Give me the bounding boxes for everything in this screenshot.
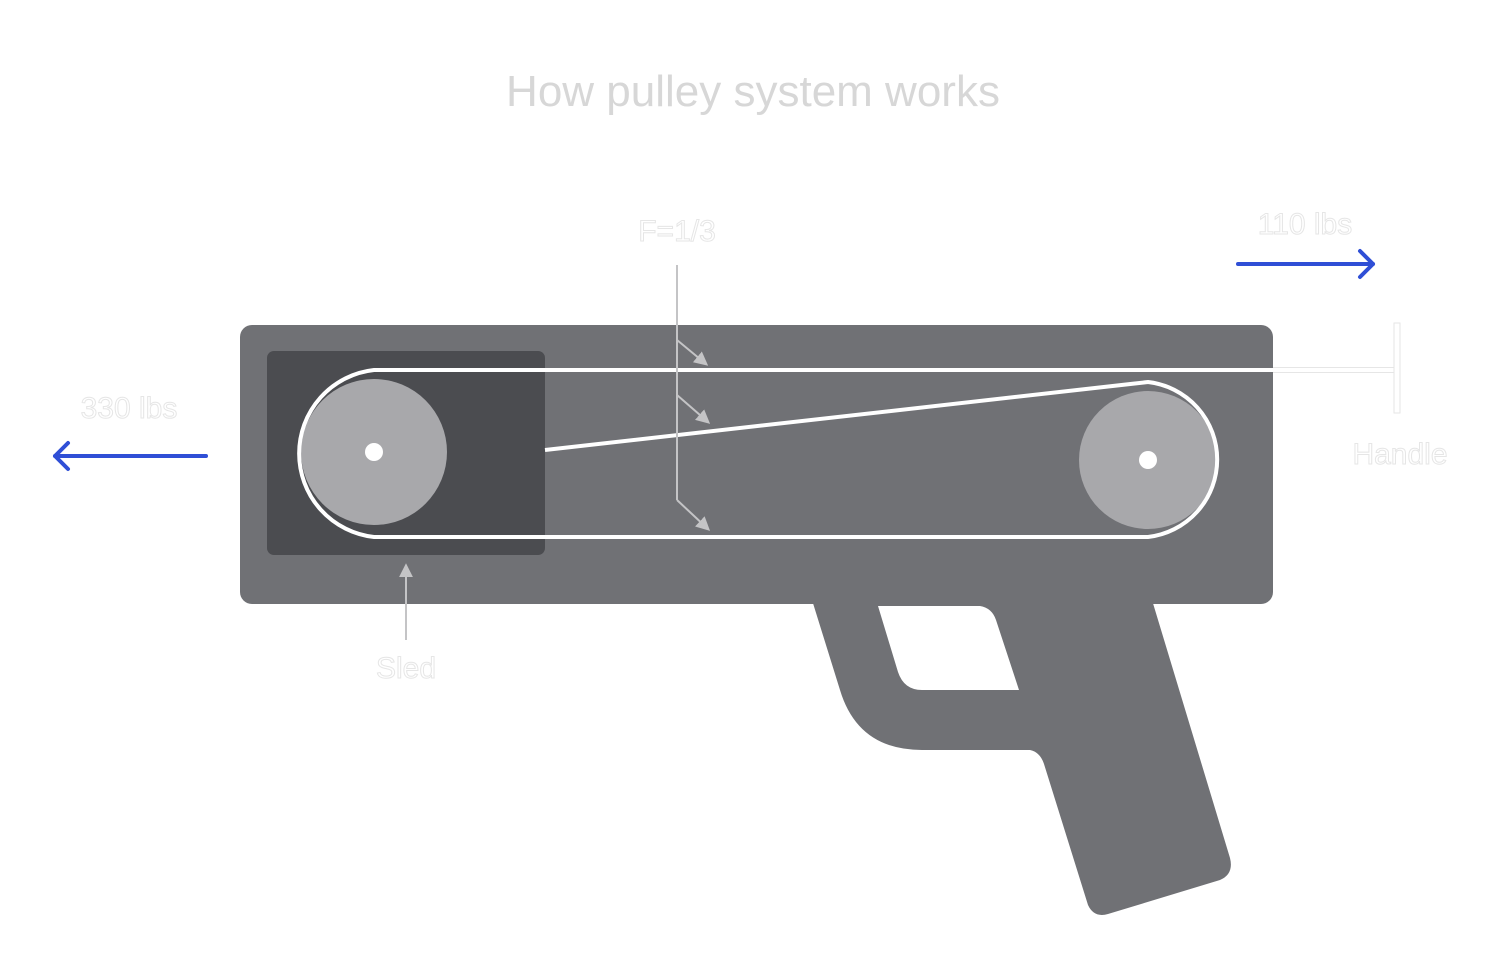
pistol-grip	[812, 600, 1231, 915]
rope-loop	[297, 368, 1273, 539]
force-ratio-label: F=1/3	[638, 215, 716, 248]
handle-bar	[1393, 322, 1401, 414]
force-ratio-leader	[676, 265, 711, 531]
input-force-label: 330 lbs	[81, 392, 178, 425]
sled-label: Sled	[376, 652, 436, 685]
left-pulley-axle	[365, 443, 383, 461]
right-pulley-axle	[1139, 451, 1157, 469]
output-force-label: 110 lbs	[1258, 208, 1353, 241]
input-force-arrow	[53, 441, 208, 471]
diagram-title: How pulley system works	[506, 67, 1000, 116]
output-force-arrow	[1236, 249, 1375, 279]
handle-label: Handle	[1352, 438, 1447, 471]
